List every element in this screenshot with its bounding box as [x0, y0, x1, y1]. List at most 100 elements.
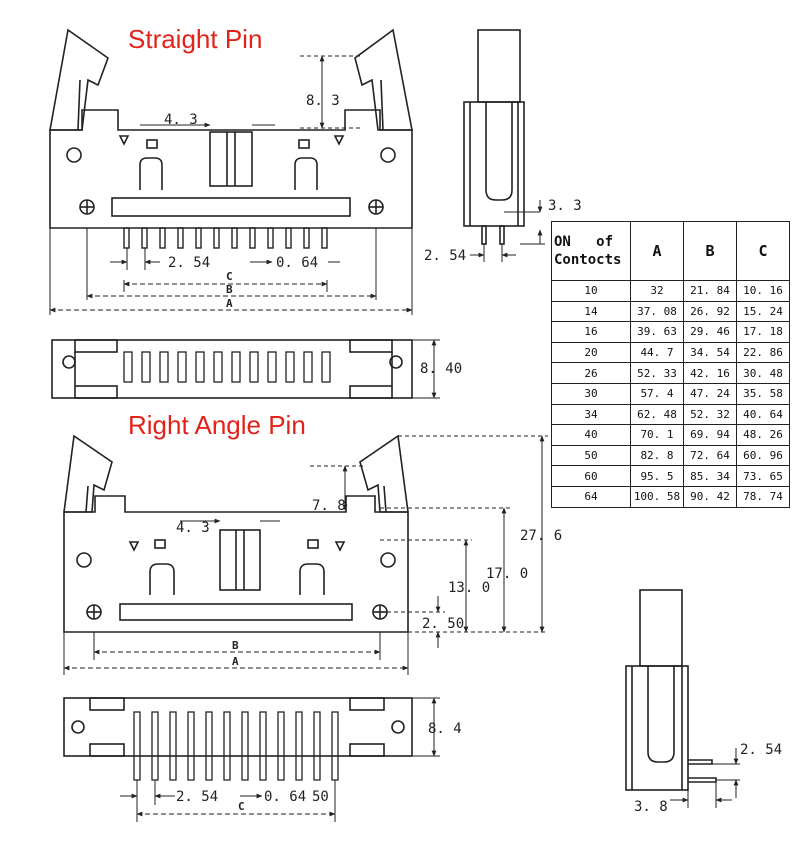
- cell-b: 90. 42: [683, 485, 737, 508]
- cell-contacts: 26: [551, 362, 631, 384]
- right-angle-side-view: [625, 589, 717, 791]
- right-angle-pin-title: Right Angle Pin: [128, 410, 306, 440]
- cell-b: 72. 64: [683, 444, 737, 467]
- cell-b: 69. 94: [683, 424, 737, 446]
- cell-contacts: 16: [551, 321, 631, 343]
- dim-4-3: 4. 3: [164, 112, 198, 128]
- right-angle-top-dimensions: [120, 697, 440, 822]
- cell-a: 57. 4: [630, 382, 684, 405]
- dim-ra-50: 50: [312, 789, 329, 805]
- right-angle-front-view: [63, 434, 409, 633]
- dim-b: B: [226, 283, 233, 296]
- dim-3-8: 3. 8: [634, 799, 668, 815]
- dim-8-3: 8. 3: [306, 93, 340, 109]
- cell-a: 39. 63: [630, 321, 684, 343]
- dim-ra-side-2-54: 2. 54: [740, 742, 782, 758]
- cell-a: 52. 33: [630, 362, 684, 384]
- right-angle-front-dimensions: [63, 435, 548, 675]
- dim-ra-pin-0-64: 0. 64: [264, 789, 306, 805]
- header-contacts: ON of Contocts: [551, 221, 631, 281]
- cell-contacts: 34: [551, 403, 631, 426]
- dim-ra-4-3: 4. 3: [176, 520, 210, 536]
- straight-side-view: [463, 29, 525, 245]
- dim-ra-b: B: [232, 639, 239, 652]
- cell-b: 52. 32: [683, 403, 737, 426]
- cell-a: 100. 58: [630, 485, 684, 508]
- dim-8-40: 8. 40: [420, 361, 462, 377]
- header-a: A: [630, 221, 684, 281]
- cell-a: 95. 5: [630, 465, 684, 487]
- dim-pitch-2-54: 2. 54: [168, 255, 210, 271]
- cell-c: 35. 58: [736, 382, 790, 405]
- cell-c: 22. 86: [736, 341, 790, 364]
- cell-a: 82. 8: [630, 444, 684, 467]
- dim-c: C: [226, 270, 233, 283]
- right-angle-top-view: [63, 697, 413, 781]
- cell-a: 32: [630, 280, 684, 302]
- cell-a: 44. 7: [630, 341, 684, 364]
- cell-c: 15. 24: [736, 300, 790, 323]
- cell-c: 40. 64: [736, 403, 790, 426]
- cell-c: 10. 16: [736, 280, 790, 302]
- cell-b: 26. 92: [683, 300, 737, 323]
- header-c: C: [736, 221, 790, 281]
- cell-c: 60. 96: [736, 444, 790, 467]
- cell-c: 30. 48: [736, 362, 790, 384]
- cell-c: 78. 74: [736, 485, 790, 508]
- dim-27-6: 27. 6: [520, 528, 562, 544]
- cell-a: 70. 1: [630, 424, 684, 446]
- dim-a: A: [226, 297, 233, 310]
- cell-contacts: 10: [551, 280, 631, 302]
- cell-a: 62. 48: [630, 403, 684, 426]
- header-contacts-line2: Contocts: [554, 252, 622, 268]
- cell-b: 85. 34: [683, 465, 737, 487]
- dim-pin-0-64: 0. 64: [276, 255, 318, 271]
- cell-contacts: 60: [551, 465, 631, 487]
- straight-front-view: [49, 28, 413, 249]
- cell-b: 42. 16: [683, 362, 737, 384]
- cell-b: 29. 46: [683, 321, 737, 343]
- straight-front-dimensions: [49, 55, 413, 315]
- dim-13-0: 13. 0: [448, 580, 490, 596]
- straight-top-dimensions: [412, 339, 440, 399]
- dim-8-4: 8. 4: [428, 721, 462, 737]
- straight-pin-title: Straight Pin: [128, 24, 263, 54]
- cell-b: 47. 24: [683, 382, 737, 405]
- cell-contacts: 20: [551, 341, 631, 364]
- dim-side-2-54: 2. 54: [424, 248, 466, 264]
- right-angle-side-dimensions: [670, 748, 740, 808]
- cell-c: 73. 65: [736, 465, 790, 487]
- header-b: B: [683, 221, 737, 281]
- cell-contacts: 50: [551, 444, 631, 467]
- cell-contacts: 14: [551, 300, 631, 323]
- straight-top-view: [51, 339, 413, 399]
- cell-contacts: 30: [551, 382, 631, 405]
- dim-3-3: 3. 3: [548, 198, 582, 214]
- table-header-row: ON of Contocts A B C: [551, 221, 790, 281]
- dim-ra-pitch-2-54: 2. 54: [176, 789, 218, 805]
- cell-a: 37. 08: [630, 300, 684, 323]
- straight-side-dimensions: [470, 200, 545, 262]
- dim-2-50: 2. 50: [422, 616, 464, 632]
- cell-b: 21. 84: [683, 280, 737, 302]
- cell-c: 48. 26: [736, 424, 790, 446]
- cell-contacts: 64: [551, 485, 631, 508]
- dim-ra-a: A: [232, 655, 239, 668]
- cell-contacts: 40: [551, 424, 631, 446]
- header-contacts-line1: ON of: [554, 234, 614, 250]
- cell-c: 17. 18: [736, 321, 790, 343]
- cell-b: 34. 54: [683, 341, 737, 364]
- dim-ra-c: C: [238, 800, 245, 813]
